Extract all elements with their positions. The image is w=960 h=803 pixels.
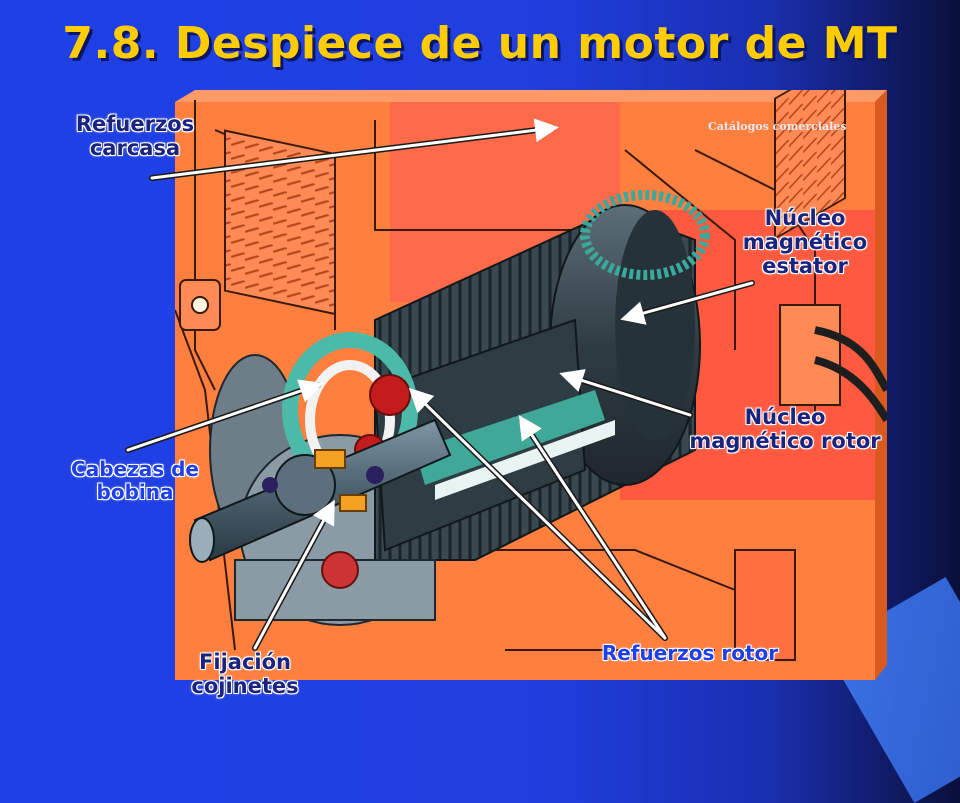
label-fijacion-cojinetes: Fijación cojinetes [165, 650, 325, 698]
label-nucleo-estator-line2: magnético [742, 230, 868, 255]
label-refuerzos-carcasa-line2: carcasa [89, 136, 181, 161]
label-nucleo-estator-line3: estator [762, 254, 848, 279]
motor-cutaway-illustration [175, 90, 887, 680]
label-nucleo-estator-line1: Núcleo [764, 206, 846, 230]
label-fijacion-cojinetes-line1: Fijación [199, 650, 291, 674]
label-cabezas-bobina-line1: Cabezas de [71, 457, 199, 481]
label-nucleo-rotor-line2: magnético rotor [689, 429, 881, 454]
label-cabezas-bobina-line2: bobina [96, 480, 174, 504]
label-cabezas-bobina: Cabezas de bobina [40, 458, 230, 504]
slide-title: 7.8. Despiece de un motor de MT [62, 18, 898, 69]
label-nucleo-rotor-line1: Núcleo [744, 405, 826, 429]
label-fijacion-cojinetes-line2: cojinetes [191, 674, 299, 699]
source-note: Catálogos comerciales [708, 120, 847, 133]
label-refuerzos-rotor-text: Refuerzos rotor [601, 641, 779, 665]
label-refuerzos-carcasa-line1: Refuerzos [75, 112, 195, 136]
label-nucleo-estator: Núcleo magnético estator [725, 206, 885, 278]
label-refuerzos-carcasa: Refuerzos carcasa [55, 112, 215, 160]
label-refuerzos-rotor: Refuerzos rotor [570, 642, 810, 665]
label-nucleo-rotor: Núcleo magnético rotor [660, 405, 910, 453]
